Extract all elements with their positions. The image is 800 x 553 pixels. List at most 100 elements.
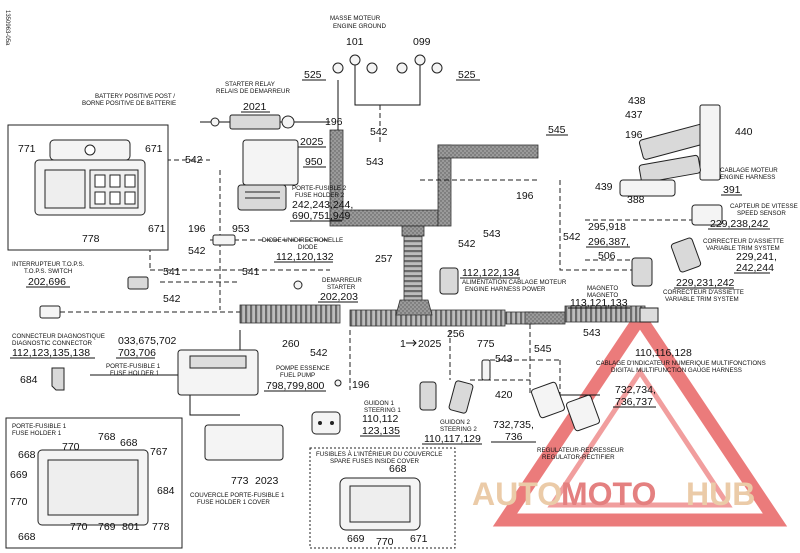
label-950: 950 — [305, 156, 323, 168]
label-s770: 770 — [376, 536, 394, 548]
label-guidon1-n2: 123,135 — [362, 425, 400, 437]
label-cab-ind-fr: CABLAGE D'INDICATEUR NUMERIQUE MULTIFONC… — [596, 360, 766, 367]
starter-terminal — [293, 280, 303, 290]
ground-terminals — [332, 54, 443, 74]
label-295: 295,918 — [588, 221, 626, 233]
label-196-d: 196 — [516, 190, 534, 202]
diode — [212, 234, 236, 246]
label-tops-fr: INTERRUPTEUR T.O.P.S. — [12, 261, 85, 268]
label-i768: 768 — [98, 431, 116, 443]
label-543-d: 543 — [495, 353, 513, 365]
fuse-holder-1 — [177, 349, 259, 396]
labels: MASSE MOTEUR ENGINE GROUND 101 099 525 5… — [10, 15, 798, 548]
label-porte2-en: FUSE HOLDER 2 — [295, 192, 345, 199]
drawing-reference: 1350963-05a — [4, 10, 10, 46]
label-773: 773 — [231, 475, 249, 487]
label-regul-fr: REGULATEUR-REDRESSEUR — [537, 447, 624, 454]
label-541-a: 541 — [163, 266, 181, 278]
label-545-b: 545 — [534, 343, 552, 355]
label-guidon2-n: 110,117,129 — [424, 433, 481, 445]
label-magneto-fr: MAGNETO — [587, 285, 618, 292]
label-diag-n: 112,123,135,138 — [12, 347, 90, 359]
label-guidon2-en: STEERING 2 — [440, 426, 477, 433]
label-953: 953 — [232, 223, 250, 235]
label-porte1-en: FUSE HOLDER 1 — [110, 370, 160, 377]
label-196-e: 196 — [352, 379, 370, 391]
label-diag-fr: CONNECTEUR DIAGNOSTIQUE — [12, 333, 105, 340]
label-196-a: 196 — [325, 116, 343, 128]
label-438: 438 — [628, 95, 646, 107]
label-778-a: 778 — [82, 233, 100, 245]
label-corr1-n1: 229,241, — [736, 251, 777, 263]
label-tops-en: T.O.P.S. SWITCH — [24, 268, 72, 275]
label-guidon2-fr: GUIDON 2 — [440, 419, 470, 426]
engine-harness-connectors — [619, 104, 721, 197]
label-542-b: 542 — [185, 154, 203, 166]
label-542-c: 542 — [188, 245, 206, 257]
label-corr2-en: VARIABLE TRIM SYSTEM — [665, 296, 739, 303]
label-porte2-fr: PORTE-FUSIBLE 2 — [292, 185, 347, 192]
speed-sensor-connector — [631, 204, 723, 287]
label-capteur-fr: CAPTEUR DE VITESSE — [730, 203, 798, 210]
main-harness — [239, 129, 659, 327]
label-fh1-fr: PORTE-FUSIBLE 1 — [12, 423, 67, 430]
label-542-e: 542 — [163, 293, 181, 305]
label-s671: 671 — [410, 533, 428, 545]
label-543-a: 543 — [366, 156, 384, 168]
watermark-triangle-inner — [547, 367, 733, 508]
underlines — [10, 79, 770, 445]
label-i668-a: 668 — [120, 437, 138, 449]
label-i769: 769 — [98, 521, 116, 533]
label-pompe-fr: POMPE ESSENCE — [276, 365, 330, 372]
label-437: 437 — [625, 109, 643, 121]
label-2023: 2023 — [255, 475, 279, 487]
label-i778: 778 — [152, 521, 170, 533]
label-porte2-n2: 690,751,949 — [292, 210, 351, 222]
label-battery-fr: BATTERY POSITIVE POST / — [95, 93, 175, 100]
label-i684: 684 — [157, 485, 175, 497]
label-tops-n: 202,696 — [28, 276, 66, 288]
label-i770-a: 770 — [62, 441, 80, 453]
label-196-b: 196 — [625, 129, 643, 141]
label-guidon1-en: STEERING 1 — [364, 407, 401, 414]
label-porte1-fr: PORTE-FUSIBLE 1 — [106, 363, 161, 370]
label-391: 391 — [723, 184, 741, 196]
inset-fuse-holder-2 — [7, 124, 169, 251]
label-2025-b: 2025 — [418, 338, 442, 350]
label-dem-fr: DEMARREUR — [322, 277, 362, 284]
bracket-684 — [51, 367, 65, 391]
item-775 — [481, 359, 491, 381]
label-cab-ind-en: DIGITAL MULTIFUNCTION GAUGE HARNESS — [611, 367, 742, 374]
label-masse-fr: MASSE MOTEUR — [330, 15, 381, 22]
label-porte1-n2: 703,706 — [118, 347, 156, 359]
label-cablage-en: ENGINE HARNESS — [720, 174, 775, 181]
label-i770-b: 770 — [10, 496, 28, 508]
regulator-connectors — [530, 381, 601, 432]
engine-harness-power-connector — [439, 267, 459, 295]
label-099: 099 — [413, 36, 431, 48]
label-spare-fr: FUSIBLES À L'INTÉRIEUR DU COUVERCLE — [316, 451, 442, 458]
label-diag-en: DIAGNOSTIC CONNECTOR — [12, 340, 93, 347]
steering-connectors — [419, 380, 474, 414]
label-starter-relay-en: RELAIS DE DEMARREUR — [216, 88, 290, 95]
label-pompe-n: 798,799,800 — [266, 380, 325, 392]
label-542-g: 542 — [310, 347, 328, 359]
label-2025-a: 2025 — [300, 136, 324, 148]
label-i767: 767 — [150, 446, 168, 458]
label-couv-fr: COUVERCLE PORTE-FUSIBLE 1 — [190, 492, 285, 499]
label-regul-en: REGULATOR-RECTIFIER — [542, 454, 615, 461]
label-2021: 2021 — [243, 101, 267, 113]
label-i668-c: 668 — [18, 531, 36, 543]
label-732-b: 732,734, — [615, 384, 656, 396]
label-736-b: 736,737 — [615, 396, 653, 408]
label-771: 771 — [18, 143, 36, 155]
label-732-a: 732,735, — [493, 419, 534, 431]
diagnostic-connector — [39, 305, 61, 319]
label-196-c: 196 — [188, 223, 206, 235]
label-diode-en: DIODE — [298, 244, 318, 251]
label-alim-en: ENGINE HARNESS POWER — [465, 286, 546, 293]
label-542-f: 542 — [458, 238, 476, 250]
label-506: 506 — [598, 250, 616, 262]
label-pompe-en: FUEL PUMP — [280, 372, 315, 379]
